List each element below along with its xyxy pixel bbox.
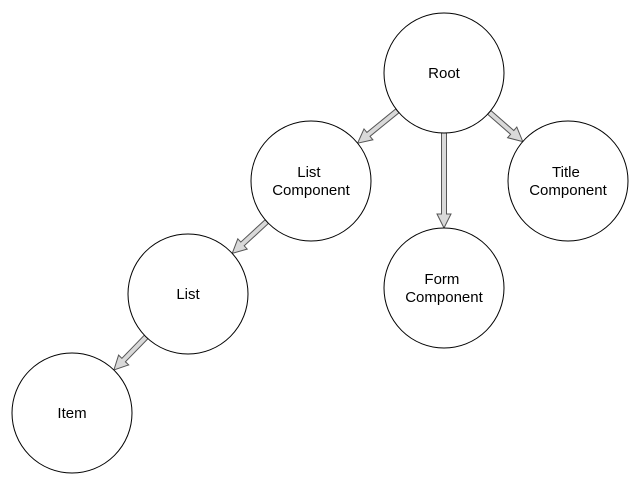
node-title-component: Title Component bbox=[507, 120, 629, 242]
node-list-label: List bbox=[176, 286, 200, 303]
node-list-component-circle bbox=[250, 120, 372, 242]
node-form-component-label-line-2: Component bbox=[405, 289, 483, 306]
node-list-circle bbox=[127, 233, 249, 355]
node-title-component-circle bbox=[507, 120, 629, 242]
node-list-component-label: List Component bbox=[272, 164, 350, 199]
node-form-component-label: Form Component bbox=[405, 271, 483, 306]
edge-arrow-list-component-to-list bbox=[231, 219, 270, 255]
edge-arrow-list-to-item bbox=[113, 334, 149, 371]
node-list-component-label-line-2: Component bbox=[272, 182, 350, 199]
edges-layer bbox=[113, 108, 524, 371]
node-title-component-label-line-2: Component bbox=[529, 182, 607, 199]
node-item-label: Item bbox=[57, 405, 86, 422]
node-list-label-line-1: List bbox=[176, 286, 200, 303]
edge-arrow-root-to-title-component bbox=[486, 109, 524, 143]
node-list-component: List Component bbox=[250, 120, 372, 242]
node-item-circle bbox=[11, 352, 133, 474]
node-list: List bbox=[127, 233, 249, 355]
node-root-circle bbox=[383, 12, 505, 134]
node-list-component-label-line-1: List bbox=[297, 164, 321, 181]
node-form-component-circle bbox=[383, 227, 505, 349]
edge-arrow-root-to-list-component bbox=[356, 108, 400, 144]
node-item-label-line-1: Item bbox=[57, 405, 86, 422]
node-root-label: Root bbox=[428, 65, 461, 82]
node-form-component-label-line-1: Form bbox=[424, 271, 459, 288]
node-title-component-label: Title Component bbox=[529, 164, 607, 199]
node-root-label-line-1: Root bbox=[428, 65, 461, 82]
node-root: Root bbox=[383, 12, 505, 134]
node-item: Item bbox=[11, 352, 133, 474]
node-form-component: Form Component bbox=[383, 227, 505, 349]
edge-arrow-root-to-form-component bbox=[436, 132, 452, 230]
nodes-layer: Root List Component Form Component Title… bbox=[11, 12, 629, 474]
node-title-component-label-line-1: Title bbox=[552, 164, 580, 181]
